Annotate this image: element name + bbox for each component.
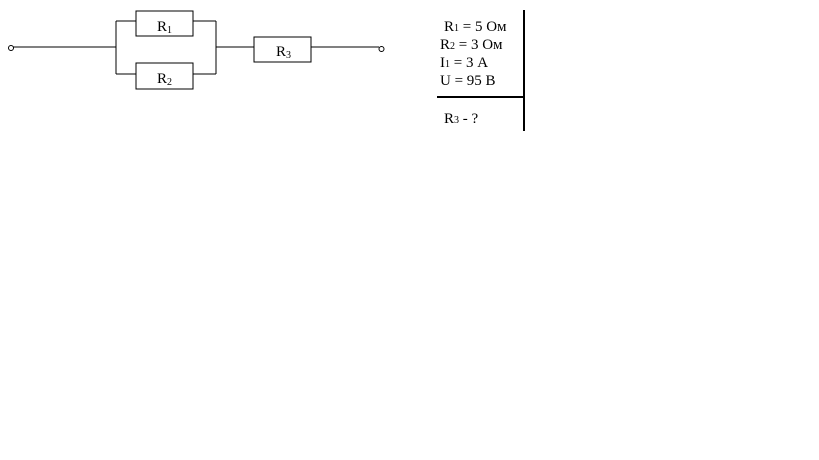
right-terminal	[378, 46, 385, 52]
given-u: U = 95 В	[440, 73, 496, 89]
resistor-r1-label: R1	[157, 19, 172, 36]
circuit-diagram: R1 R2 R3	[8, 10, 385, 90]
resistor-r1	[135, 10, 194, 37]
given-find-divider	[437, 96, 524, 98]
resistor-r2-label: R2	[157, 71, 172, 88]
given-r1: R1 = 5 Ом	[444, 19, 507, 35]
given-panel: R1 = 5 Ом R2 = 3 Ом I1 = 3 А U = 95 В R3…	[436, 10, 526, 132]
given-i1: I1 = 3 А	[440, 55, 489, 71]
resistor-r2	[135, 62, 194, 90]
resistor-r3-label: R3	[276, 44, 291, 61]
given-vertical-divider	[523, 10, 525, 131]
resistor-r3	[253, 36, 312, 63]
given-r2: R2 = 3 Ом	[440, 37, 503, 53]
left-terminal	[8, 45, 14, 51]
find-r3: R3 - ?	[444, 111, 479, 127]
